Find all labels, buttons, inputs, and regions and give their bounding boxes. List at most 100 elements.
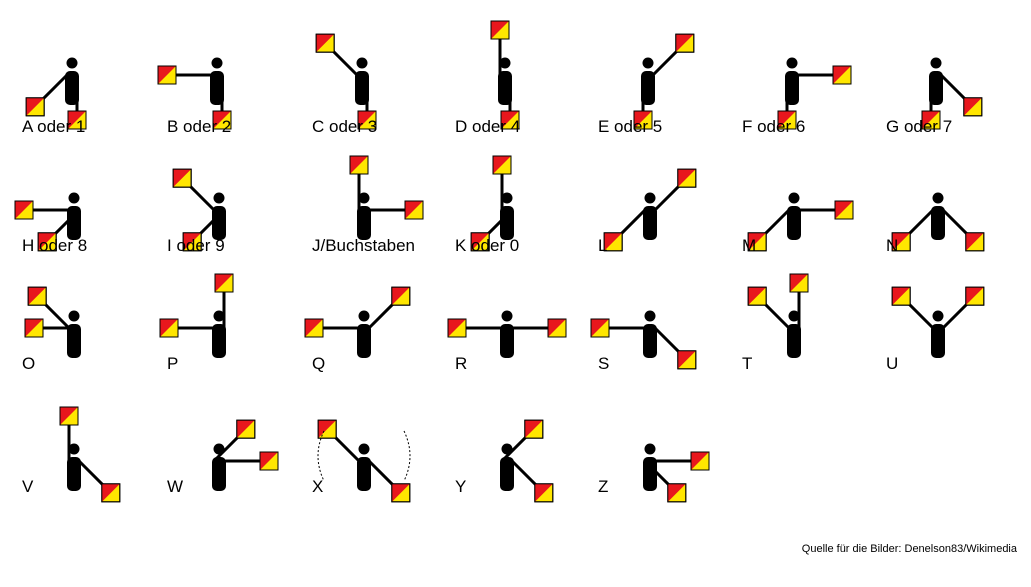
signal-label: F oder 6 xyxy=(742,117,806,136)
semaphore-o-icon xyxy=(24,286,81,358)
semaphore-s-icon xyxy=(590,310,697,370)
semaphore-a-icon xyxy=(25,57,87,130)
flag-left-icon xyxy=(524,419,544,439)
flag-right-icon xyxy=(834,200,854,220)
semaphore-g-icon xyxy=(921,57,983,130)
semaphore-k-icon xyxy=(470,155,514,252)
flag-left-icon xyxy=(590,318,610,338)
flag-right-icon xyxy=(677,350,697,370)
signal-label: P xyxy=(167,354,179,373)
signal-label: V xyxy=(22,477,34,496)
flag-left-icon xyxy=(236,419,256,439)
flag-right-icon xyxy=(67,110,87,130)
signal-label: K oder 0 xyxy=(455,236,520,255)
flag-right-icon xyxy=(214,273,234,293)
flag-left-icon xyxy=(603,232,623,252)
semaphore-h-icon xyxy=(14,192,81,252)
signal-label: A oder 1 xyxy=(22,117,86,136)
semaphore-j-icon xyxy=(349,155,424,240)
flag-left-icon xyxy=(891,286,911,306)
semaphore-q-icon xyxy=(304,286,411,358)
flag-left-icon xyxy=(59,406,79,426)
flag-left-icon xyxy=(159,318,179,338)
flag-right-icon xyxy=(963,97,983,117)
flag-right-icon xyxy=(391,483,411,503)
semaphore-z-icon xyxy=(643,443,710,503)
semaphore-e-icon xyxy=(633,33,695,130)
flag-left-icon xyxy=(747,286,767,306)
signal-label: W xyxy=(167,477,184,496)
semaphore-d-icon xyxy=(490,20,520,130)
signal-label: T xyxy=(742,354,753,373)
semaphore-u-icon xyxy=(891,286,985,358)
semaphore-i-icon xyxy=(172,168,226,252)
flag-left-icon xyxy=(667,483,687,503)
flag-right-icon xyxy=(24,318,44,338)
semaphore-p-icon xyxy=(159,273,234,358)
flag-right-icon xyxy=(677,168,697,188)
signal-label: H oder 8 xyxy=(22,236,88,255)
flag-left-icon xyxy=(27,286,47,306)
signal-label: S xyxy=(598,354,610,373)
flag-right-icon xyxy=(675,33,695,53)
swing-arrow-icon xyxy=(317,430,325,482)
signal-label: Y xyxy=(455,477,467,496)
flag-right-icon xyxy=(404,200,424,220)
flag-right-icon xyxy=(101,483,121,503)
signal-label: G oder 7 xyxy=(886,117,953,136)
semaphore-l-icon xyxy=(603,168,697,252)
signal-label: Z xyxy=(598,477,609,496)
signal-label: O xyxy=(22,354,36,373)
flag-left-icon xyxy=(447,318,467,338)
flag-right-icon xyxy=(37,232,57,252)
flag-left-icon xyxy=(891,232,911,252)
flag-right-icon xyxy=(212,110,232,130)
flag-right-icon xyxy=(832,65,852,85)
flag-right-icon xyxy=(547,318,567,338)
signal-label: B oder 2 xyxy=(167,117,232,136)
semaphore-b-icon xyxy=(157,57,232,130)
flag-right-icon xyxy=(690,451,710,471)
flag-right-icon xyxy=(965,286,985,306)
flag-right-icon xyxy=(259,451,279,471)
signal-label: R xyxy=(455,354,468,373)
flag-left-icon xyxy=(315,33,335,53)
flag-right-icon xyxy=(534,483,554,503)
flag-left-icon xyxy=(317,419,337,439)
flag-left-icon xyxy=(777,110,797,130)
flag-right-icon xyxy=(500,110,520,130)
flag-right-icon xyxy=(182,232,202,252)
flag-left-icon xyxy=(25,97,45,117)
semaphore-f-icon xyxy=(777,57,852,130)
flag-left-icon xyxy=(349,155,369,175)
semaphore-v-icon xyxy=(59,406,121,503)
semaphore-c-icon xyxy=(315,33,377,130)
flag-left-icon xyxy=(633,110,653,130)
flag-left-icon xyxy=(157,65,177,85)
signal-label: J/Buchstaben xyxy=(312,236,416,255)
signal-label: N xyxy=(886,236,899,255)
signal-label: M xyxy=(742,236,757,255)
flag-left-icon xyxy=(14,200,34,220)
flag-left-icon xyxy=(490,20,510,40)
flag-right-icon xyxy=(391,286,411,306)
signal-label: I oder 9 xyxy=(167,236,225,255)
signal-label: X xyxy=(312,477,324,496)
flag-left-icon xyxy=(172,168,192,188)
flag-left-icon xyxy=(304,318,324,338)
flag-left-icon xyxy=(492,155,512,175)
semaphore-t-icon xyxy=(747,273,809,358)
semaphore-x-icon xyxy=(317,419,411,503)
flag-right-icon xyxy=(357,110,377,130)
semaphore-y-icon xyxy=(500,419,554,503)
signal-label: Q xyxy=(312,354,326,373)
flag-left-icon xyxy=(747,232,767,252)
flag-right-icon xyxy=(965,232,985,252)
flag-left-icon xyxy=(921,110,941,130)
image-credit: Quelle für die Bilder: Denelson83/Wikime… xyxy=(801,543,1017,555)
signal-label: E oder 5 xyxy=(598,117,663,136)
flag-right-icon xyxy=(470,232,490,252)
semaphore-m-icon xyxy=(747,192,854,252)
